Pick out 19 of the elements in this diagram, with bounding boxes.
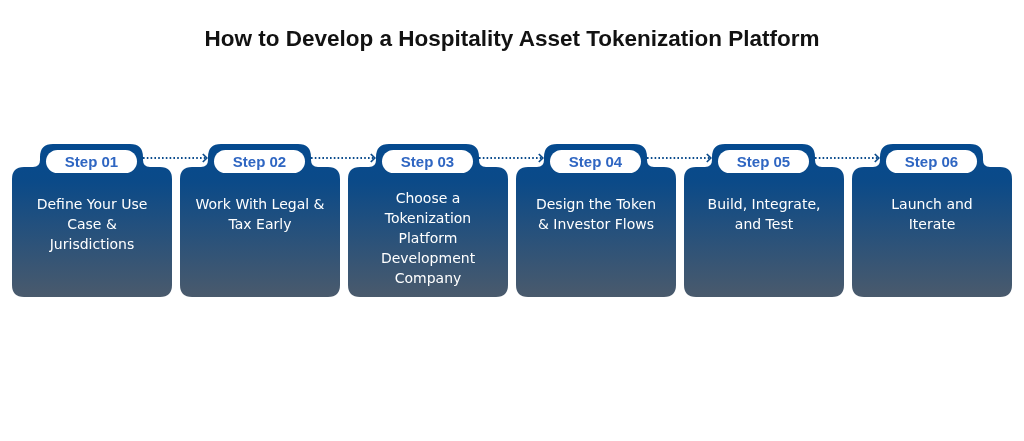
step-badge: Step 04 xyxy=(550,150,641,173)
step-description: Design the Token & Investor Flows xyxy=(534,195,657,234)
step-badge: Step 01 xyxy=(46,150,137,173)
step-card xyxy=(516,144,676,297)
step-description: Work With Legal & Tax Early xyxy=(194,195,326,234)
title: How to Develop a Hospitality Asset Tokenization Platform xyxy=(204,25,820,52)
step-card xyxy=(12,144,172,297)
step-card xyxy=(684,144,844,297)
step-badge: Step 05 xyxy=(718,150,809,173)
step-description: Define Your Use Case & Jurisdictions xyxy=(35,195,149,254)
step-card xyxy=(348,144,508,297)
step-badge: Step 03 xyxy=(382,150,473,173)
step-badge: Step 06 xyxy=(886,150,977,173)
step-card xyxy=(180,144,340,297)
step-description: Launch and Iterate xyxy=(890,195,974,234)
step-card xyxy=(852,144,1012,297)
step-description: Build, Integrate, and Test xyxy=(706,195,822,234)
step-description: Choose a Tokenization Platform Development Company xyxy=(379,189,477,288)
step-badge: Step 02 xyxy=(214,150,305,173)
